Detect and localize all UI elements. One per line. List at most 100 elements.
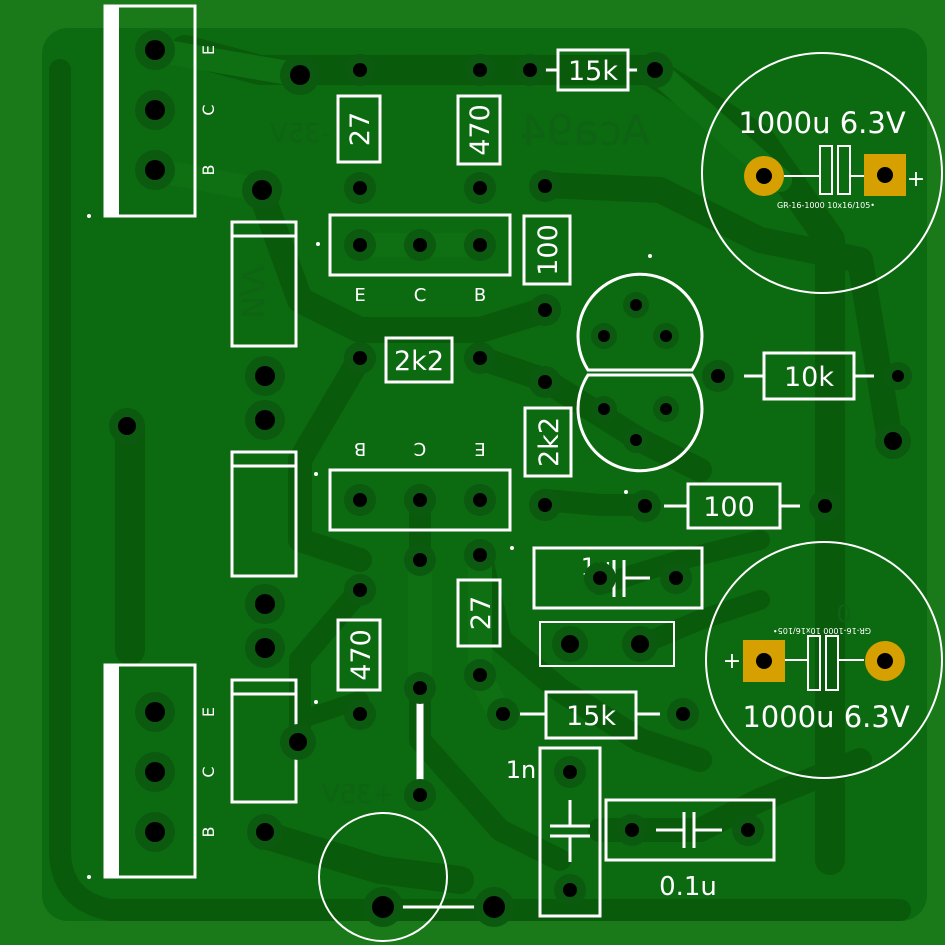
pad: [135, 150, 175, 190]
pad: [591, 323, 617, 349]
pad: [404, 672, 436, 704]
pad: [135, 752, 175, 792]
pad: [884, 362, 912, 390]
gold-pads: [743, 154, 906, 682]
pad: [344, 229, 376, 261]
pin-label-b-top: B: [199, 165, 218, 176]
plus-rail-mirror: +35V: [321, 780, 394, 810]
jumper-block: [539, 621, 675, 667]
pads: [109, 30, 912, 927]
pin-label-c-top: C: [199, 104, 218, 115]
pad: [875, 423, 911, 459]
label-15k-top: 15k: [568, 56, 618, 87]
resistor-15k-bottom: 15k: [520, 690, 660, 740]
pad: [344, 484, 376, 516]
label-2k2-vertical: 2k2: [534, 417, 565, 467]
resistor-2k2-horizontal: 2k2: [384, 336, 454, 384]
pad: [135, 90, 175, 130]
label-470-top: 470: [465, 104, 496, 156]
label-1000u-top: 1000u 6.3V: [738, 106, 906, 140]
pin-b-upper-mid: B: [474, 285, 486, 306]
pad: [135, 30, 175, 70]
diode-marking: V\N: [234, 265, 269, 318]
pad: [667, 698, 699, 730]
label-1000u-bottom: 1000u 6.3V: [742, 700, 910, 734]
label-15k-bottom: 15k: [566, 701, 616, 732]
label-100-horizontal: 100: [703, 492, 755, 523]
label-27-bottom: 27: [466, 596, 497, 630]
pad: [529, 366, 561, 398]
resistor-100-horizontal: 100: [664, 482, 800, 530]
diode-upper: V\N: [230, 220, 298, 348]
pad: [245, 356, 285, 396]
label-2k2-horizontal: 2k2: [394, 346, 444, 377]
pad: [404, 779, 436, 811]
pad: [280, 724, 316, 760]
pad: [344, 342, 376, 374]
pad: [464, 172, 496, 204]
pad: [404, 484, 436, 516]
resistor-10k: 10k: [744, 351, 874, 401]
resistor-2k2-vertical: 2k2: [523, 406, 573, 478]
pad: [622, 626, 658, 662]
resistor-470-bottom: 470: [336, 618, 382, 692]
pad: [344, 172, 376, 204]
cap-code-top: GR-16-1000 10x16/105•: [777, 201, 875, 210]
transistor-bottom-left: E C B: [103, 663, 218, 879]
label-100-vertical: 100: [533, 224, 564, 276]
cap-zero-mirror: 0: [836, 600, 851, 628]
pad: [404, 229, 436, 261]
capacitor-0-1u: 0.1u: [604, 798, 776, 902]
label-1n: 1n: [506, 756, 536, 784]
pad: [464, 342, 496, 374]
capacitor-1n: 1n: [506, 746, 602, 918]
electrolytic-cap-top: 1000u 6.3V GR-16-1000 10x16/105• +: [701, 52, 943, 294]
pad: [247, 814, 283, 850]
pad: [242, 170, 282, 210]
pad: [404, 544, 436, 576]
pin-label-c-bottom: C: [199, 766, 218, 777]
transistor-top-left: E C B: [103, 4, 218, 218]
pad: [514, 54, 546, 86]
label-10k: 10k: [784, 362, 834, 393]
cap-code-bottom: GR-16-1000 10x16/105•: [773, 626, 871, 635]
pin-c-lower-mid: C: [414, 438, 427, 459]
electrolytic-cap-bottom: 1000u 6.3V GR-16-1000 10x16/105• 0 +: [705, 541, 943, 779]
title-mirror: Aca94: [520, 106, 650, 155]
pin-e-upper-mid: E: [354, 285, 365, 306]
pad: [637, 52, 673, 88]
resistor-470-top: 470: [456, 94, 502, 166]
pad: [629, 490, 661, 522]
pad: [487, 698, 519, 730]
minus-rail-mirror: -35V: [270, 119, 330, 149]
plus-sign-bottom: +: [723, 649, 741, 674]
label-0-1u: 0.1u: [659, 872, 717, 902]
dual-transistor: [576, 272, 704, 473]
pad: [109, 408, 145, 444]
resistor-15k-top: 15k: [530, 48, 655, 92]
pad: [653, 396, 679, 422]
pad: [344, 698, 376, 730]
copper-pour: [42, 28, 927, 921]
pad: [552, 626, 588, 662]
pad: [554, 756, 586, 788]
pin-c-upper-mid: C: [414, 285, 427, 306]
resistor-100-vertical: 100: [522, 214, 572, 286]
pad: [135, 812, 175, 852]
pad: [464, 659, 496, 691]
pad: [344, 574, 376, 606]
pad: [653, 323, 679, 349]
label-470-bottom: 470: [346, 629, 377, 681]
pad: [732, 814, 764, 846]
pad: [135, 692, 175, 732]
plus-sign-top: +: [907, 167, 925, 192]
pad: [584, 562, 616, 594]
label-27-top: 27: [345, 112, 376, 146]
pad: [809, 490, 841, 522]
pin-label-e-bottom: E: [199, 707, 218, 717]
pad: [280, 55, 320, 95]
marker-dots: [87, 214, 652, 879]
mirrored-text: -35V Aca94 +35V: [270, 106, 650, 810]
pad: [245, 584, 285, 624]
